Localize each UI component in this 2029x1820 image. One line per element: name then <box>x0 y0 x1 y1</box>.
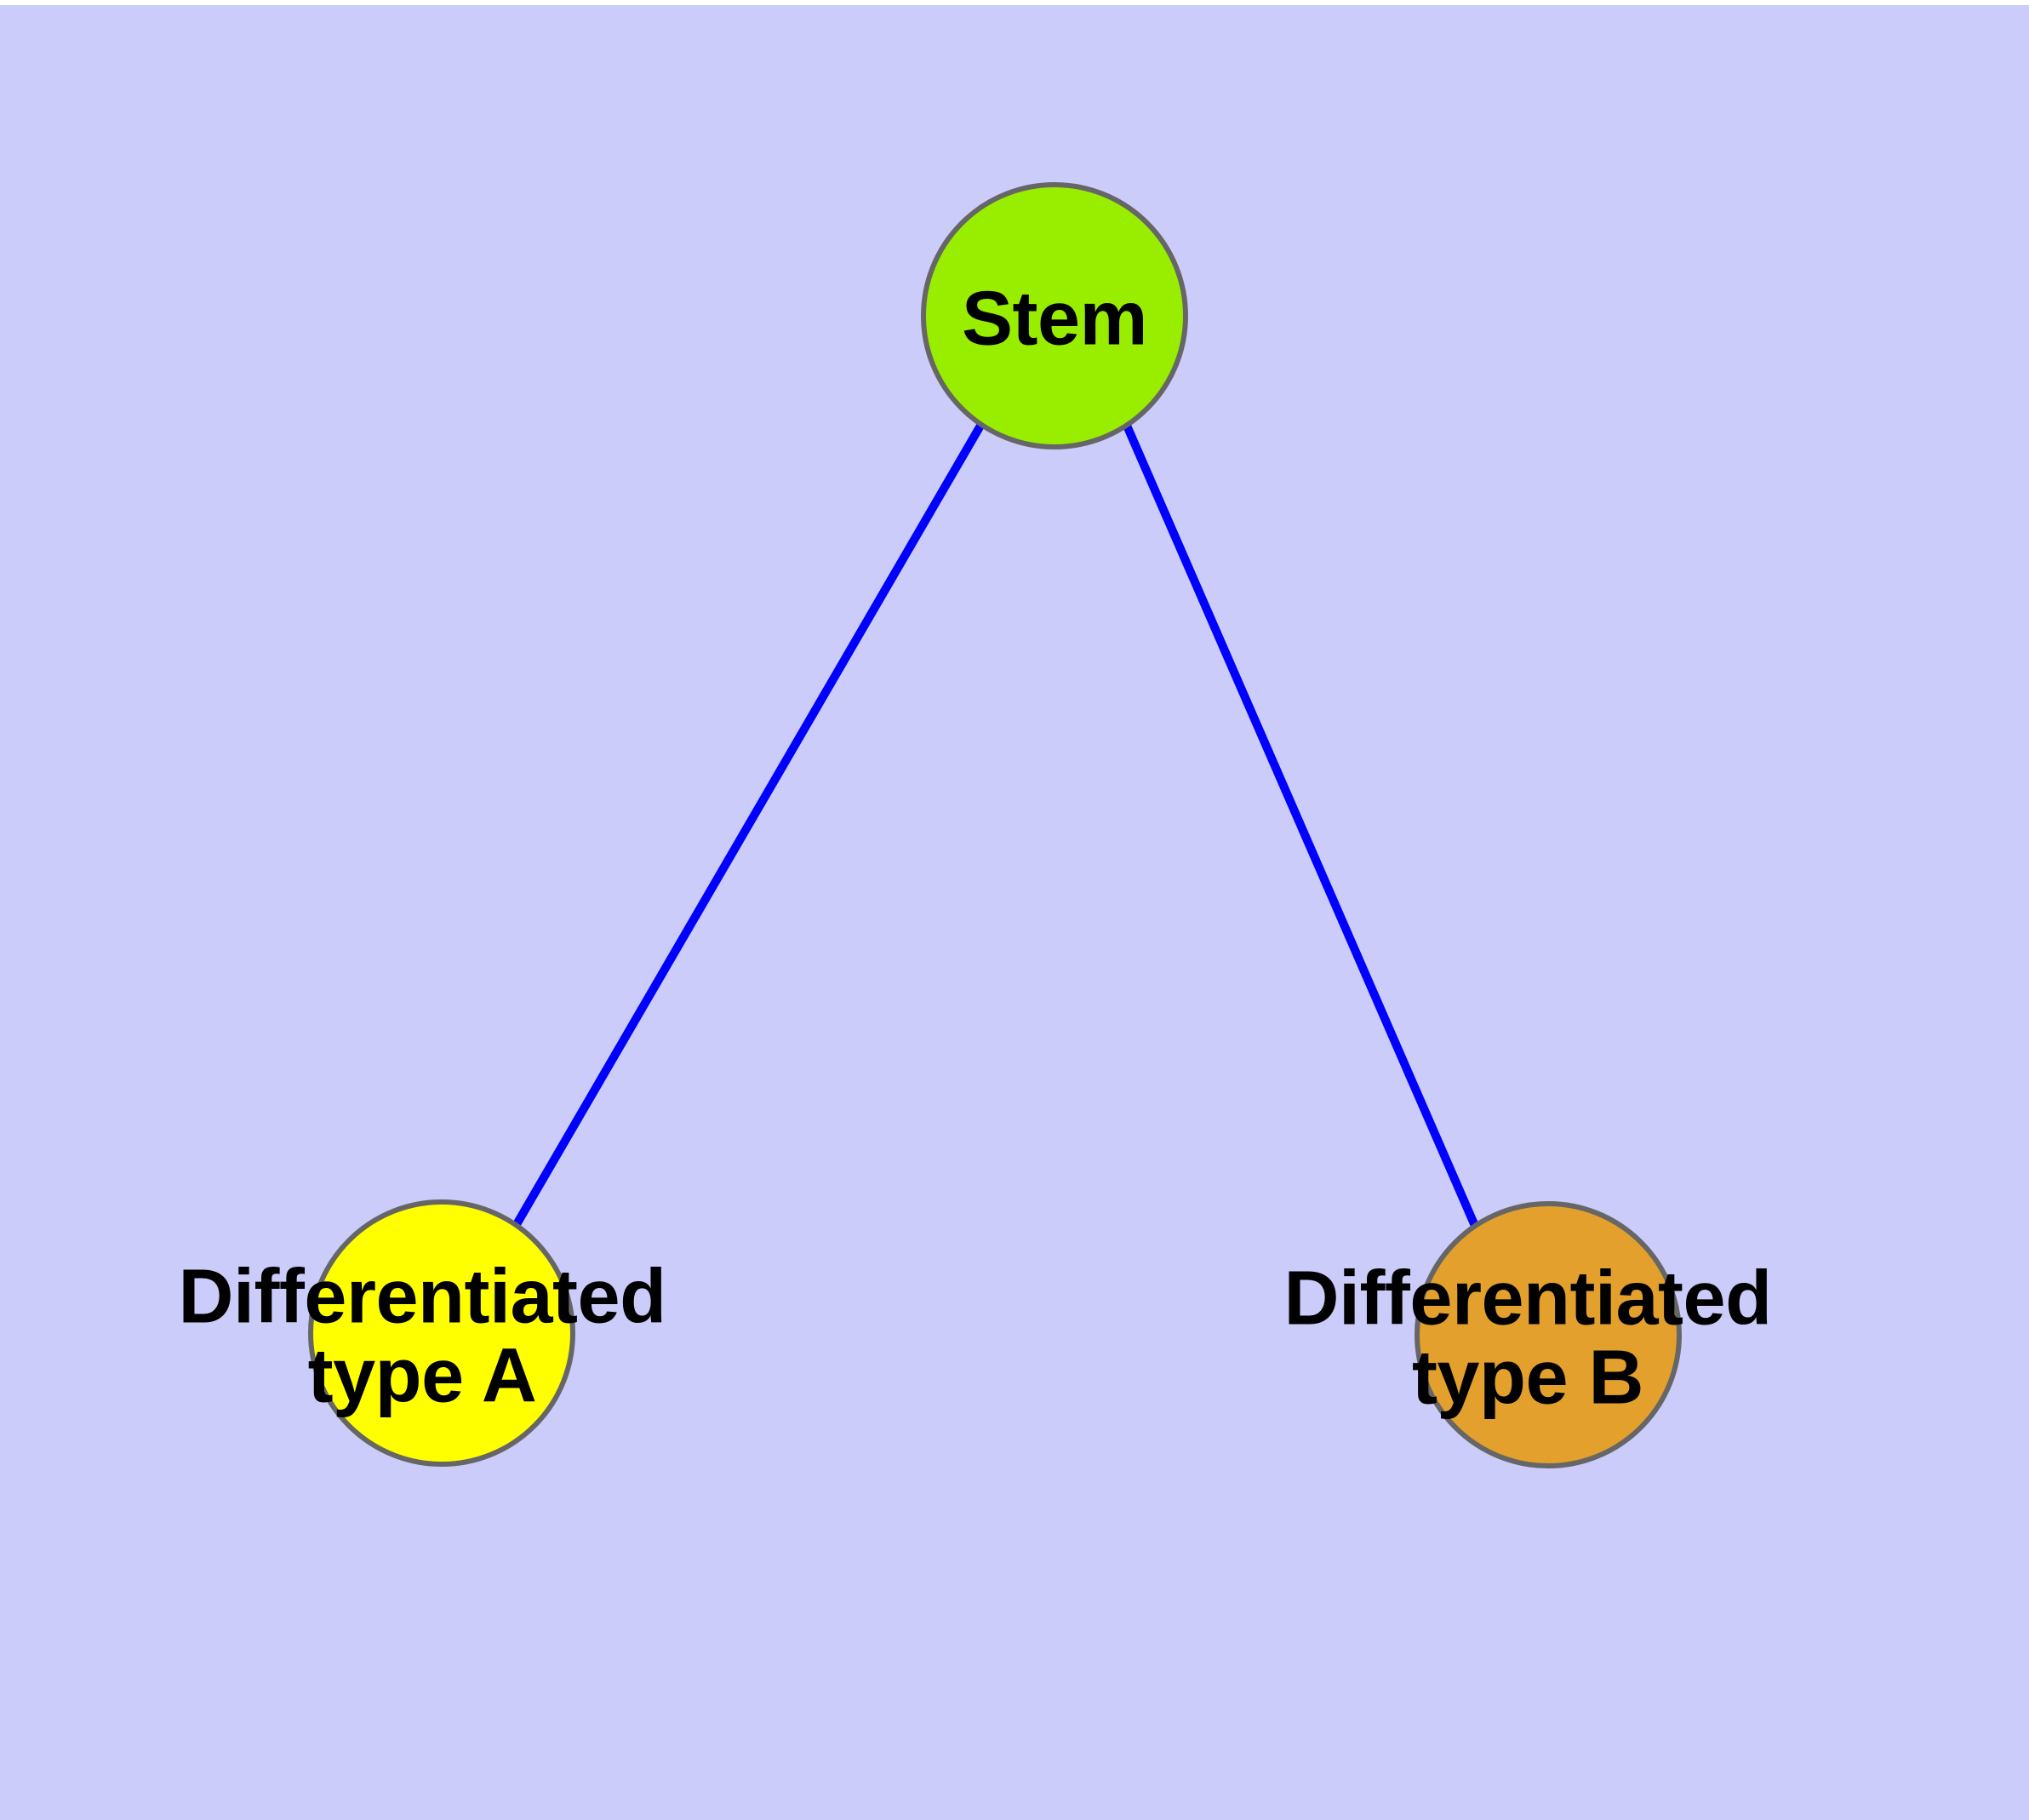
edges-layer <box>512 423 1479 1228</box>
graph-node-diff_a[interactable] <box>308 1199 575 1467</box>
graph-node-stem[interactable] <box>921 182 1188 449</box>
graph-edge-stem-to-diff_a[interactable] <box>512 423 985 1228</box>
graph-node-diff_b[interactable] <box>1415 1201 1682 1468</box>
nodes-layer <box>308 182 1682 1468</box>
graph-edge-stem-to-diff_b[interactable] <box>1123 424 1479 1228</box>
